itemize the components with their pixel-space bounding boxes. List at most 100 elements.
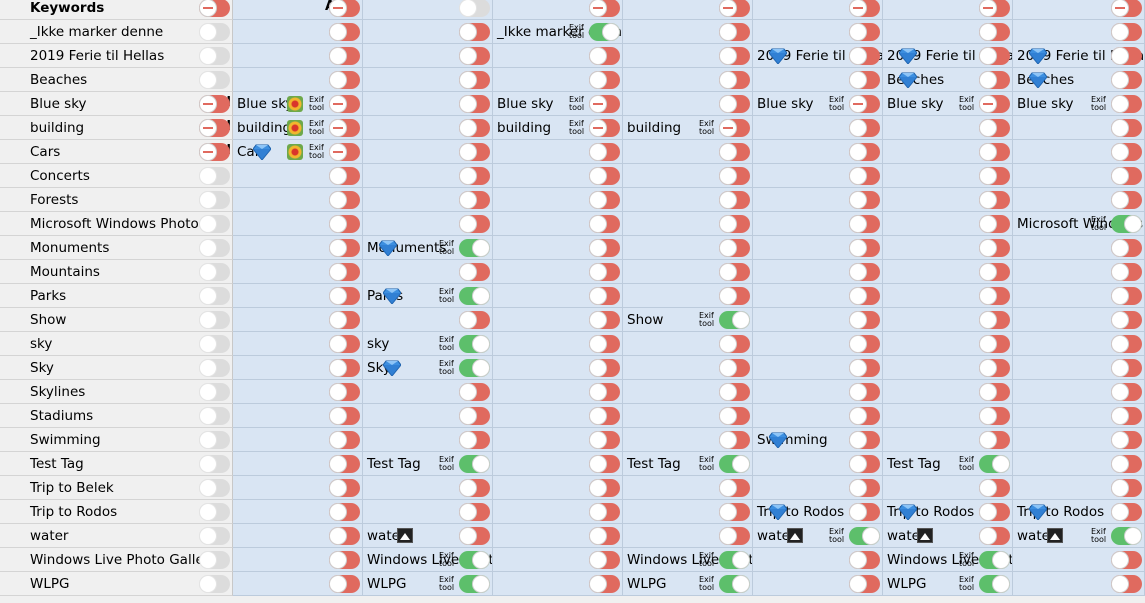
toggle-switch[interactable] xyxy=(199,0,230,17)
toggle-switch[interactable] xyxy=(329,503,360,521)
toggle-switch[interactable] xyxy=(1111,143,1142,161)
toggle-switch[interactable] xyxy=(329,479,360,497)
toggle-switch[interactable] xyxy=(589,527,620,545)
toggle-switch[interactable] xyxy=(849,479,880,497)
toggle-switch[interactable] xyxy=(589,407,620,425)
toggle-switch[interactable] xyxy=(1111,335,1142,353)
toggle-switch[interactable] xyxy=(199,95,230,113)
toggle-switch[interactable] xyxy=(979,263,1010,281)
toggle-switch[interactable] xyxy=(1111,287,1142,305)
toggle-switch[interactable] xyxy=(719,119,750,137)
toggle-switch[interactable] xyxy=(849,359,880,377)
toggle-switch[interactable] xyxy=(329,431,360,449)
toggle-switch[interactable] xyxy=(329,455,360,473)
toggle-switch[interactable] xyxy=(199,119,230,137)
toggle-switch[interactable] xyxy=(849,143,880,161)
toggle-switch[interactable] xyxy=(1111,575,1142,593)
toggle-switch[interactable] xyxy=(329,0,360,17)
toggle-switch[interactable] xyxy=(199,359,230,377)
toggle-switch[interactable] xyxy=(849,335,880,353)
toggle-switch[interactable] xyxy=(459,335,490,353)
toggle-switch[interactable] xyxy=(1111,119,1142,137)
toggle-switch[interactable] xyxy=(199,335,230,353)
toggle-switch[interactable] xyxy=(979,503,1010,521)
toggle-switch[interactable] xyxy=(849,431,880,449)
toggle-switch[interactable] xyxy=(1111,527,1142,545)
toggle-switch[interactable] xyxy=(849,167,880,185)
toggle-switch[interactable] xyxy=(459,455,490,473)
toggle-switch[interactable] xyxy=(719,479,750,497)
toggle-switch[interactable] xyxy=(329,143,360,161)
toggle-switch[interactable] xyxy=(329,71,360,89)
toggle-switch[interactable] xyxy=(849,263,880,281)
toggle-switch[interactable] xyxy=(979,95,1010,113)
toggle-switch[interactable] xyxy=(589,71,620,89)
toggle-switch[interactable] xyxy=(199,287,230,305)
toggle-switch[interactable] xyxy=(849,0,880,17)
toggle-switch[interactable] xyxy=(719,143,750,161)
toggle-switch[interactable] xyxy=(849,455,880,473)
toggle-switch[interactable] xyxy=(589,503,620,521)
toggle-switch[interactable] xyxy=(459,167,490,185)
toggle-switch[interactable] xyxy=(459,0,490,17)
toggle-switch[interactable] xyxy=(719,263,750,281)
toggle-switch[interactable] xyxy=(589,191,620,209)
toggle-switch[interactable] xyxy=(199,455,230,473)
toggle-switch[interactable] xyxy=(459,239,490,257)
toggle-switch[interactable] xyxy=(719,215,750,233)
toggle-switch[interactable] xyxy=(589,167,620,185)
toggle-switch[interactable] xyxy=(459,503,490,521)
toggle-switch[interactable] xyxy=(199,47,230,65)
toggle-switch[interactable] xyxy=(199,527,230,545)
toggle-switch[interactable] xyxy=(589,311,620,329)
toggle-switch[interactable] xyxy=(719,407,750,425)
toggle-switch[interactable] xyxy=(719,431,750,449)
toggle-switch[interactable] xyxy=(459,143,490,161)
toggle-switch[interactable] xyxy=(1111,95,1142,113)
toggle-switch[interactable] xyxy=(849,215,880,233)
toggle-switch[interactable] xyxy=(329,191,360,209)
toggle-switch[interactable] xyxy=(719,167,750,185)
toggle-switch[interactable] xyxy=(459,359,490,377)
toggle-switch[interactable] xyxy=(589,383,620,401)
toggle-switch[interactable] xyxy=(329,527,360,545)
toggle-switch[interactable] xyxy=(329,407,360,425)
toggle-switch[interactable] xyxy=(849,503,880,521)
toggle-switch[interactable] xyxy=(849,23,880,41)
toggle-switch[interactable] xyxy=(329,239,360,257)
toggle-switch[interactable] xyxy=(979,311,1010,329)
toggle-switch[interactable] xyxy=(979,167,1010,185)
toggle-switch[interactable] xyxy=(1111,407,1142,425)
toggle-switch[interactable] xyxy=(589,575,620,593)
toggle-switch[interactable] xyxy=(849,47,880,65)
toggle-switch[interactable] xyxy=(589,47,620,65)
toggle-switch[interactable] xyxy=(719,311,750,329)
toggle-switch[interactable] xyxy=(459,431,490,449)
toggle-switch[interactable] xyxy=(719,503,750,521)
toggle-switch[interactable] xyxy=(1111,479,1142,497)
toggle-switch[interactable] xyxy=(1111,167,1142,185)
toggle-switch[interactable] xyxy=(849,239,880,257)
toggle-switch[interactable] xyxy=(1111,455,1142,473)
toggle-switch[interactable] xyxy=(979,359,1010,377)
toggle-switch[interactable] xyxy=(719,287,750,305)
toggle-switch[interactable] xyxy=(459,71,490,89)
toggle-switch[interactable] xyxy=(589,431,620,449)
toggle-switch[interactable] xyxy=(589,287,620,305)
toggle-switch[interactable] xyxy=(199,431,230,449)
toggle-switch[interactable] xyxy=(459,47,490,65)
toggle-switch[interactable] xyxy=(459,95,490,113)
toggle-switch[interactable] xyxy=(199,71,230,89)
toggle-switch[interactable] xyxy=(719,527,750,545)
toggle-switch[interactable] xyxy=(199,239,230,257)
toggle-switch[interactable] xyxy=(979,287,1010,305)
toggle-switch[interactable] xyxy=(329,167,360,185)
toggle-switch[interactable] xyxy=(849,527,880,545)
toggle-switch[interactable] xyxy=(1111,311,1142,329)
toggle-switch[interactable] xyxy=(849,551,880,569)
toggle-switch[interactable] xyxy=(719,71,750,89)
toggle-switch[interactable] xyxy=(979,119,1010,137)
toggle-switch[interactable] xyxy=(1111,359,1142,377)
toggle-switch[interactable] xyxy=(589,95,620,113)
toggle-switch[interactable] xyxy=(979,383,1010,401)
